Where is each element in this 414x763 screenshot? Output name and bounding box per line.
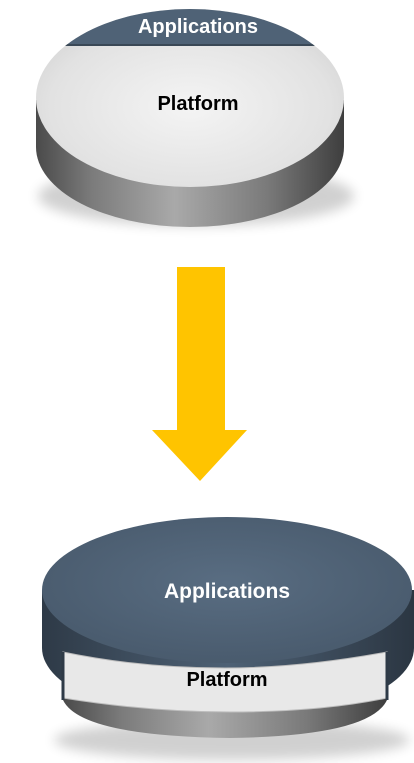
top-disk: Applications Platform: [36, 9, 354, 227]
top-disk-platform-label: Platform: [157, 93, 238, 115]
bottom-disk: Applications Platform: [42, 517, 414, 760]
bottom-disk-applications-face: [42, 517, 412, 663]
down-arrow-icon: [152, 267, 247, 481]
bottom-disk-applications-label: Applications: [164, 580, 290, 603]
bottom-disk-platform-label: Platform: [186, 669, 267, 691]
top-disk-applications-label: Applications: [138, 16, 258, 38]
top-disk-platform-face: [36, 9, 344, 187]
